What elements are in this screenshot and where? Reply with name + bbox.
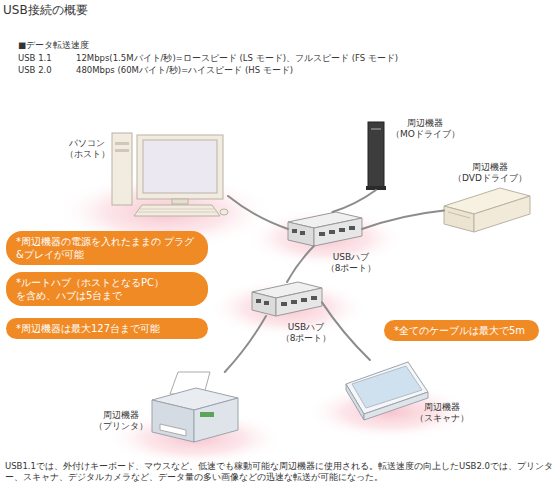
caption: USB1.1では、外付けキーボード、マウスなど、低速でも稼動可能な周辺機器に使用… — [5, 461, 555, 484]
speed-label: 12Mbps(1.5Mバイト/秒)=ロースピード (LS モード)、フルスピード… — [76, 53, 398, 63]
usb-cable — [228, 196, 288, 229]
pc-illustration — [112, 133, 228, 216]
usb-hub-illustration — [288, 212, 362, 246]
printer-illustration — [152, 372, 238, 442]
speed-label: ■データ転送速度 — [18, 40, 89, 50]
device-label: 周辺機器 （スキャナ） — [415, 402, 469, 424]
device-label: パソコン （ホスト） — [63, 138, 111, 160]
usb-cable — [287, 246, 314, 282]
speed-label: USB 2.0 — [18, 65, 52, 75]
callout-text: *ルートハブ（ホストとなるPC） を含め、ハブは5台まで — [16, 276, 196, 302]
callout-note: *ルートハブ（ホストとなるPC） を含め、ハブは5台まで — [6, 272, 208, 306]
device-label: 周辺機器 （DVDドライブ） — [450, 162, 530, 184]
usb-hub-illustration — [252, 282, 322, 316]
callout-note: *周辺機器の電源を入れたままの プラグ&プレイが可能 — [6, 231, 208, 265]
speed-label: 480Mbps (60Mバイト/秒)=ハイスピード (HS モード) — [76, 65, 293, 75]
usb-cable — [332, 190, 376, 212]
mo-drive: 周辺機器 （MOドライブ） — [366, 120, 386, 190]
printer: 周辺機器 （プリンタ） — [150, 372, 238, 442]
dvd-drive-illustration — [444, 188, 530, 232]
scanner: 周辺機器 （スキャナ） — [345, 360, 428, 420]
device-label: 周辺機器 （プリンタ） — [94, 410, 148, 432]
callout-text: *周辺機器の電源を入れたままの プラグ&プレイが可能 — [16, 235, 196, 261]
usb-cable — [225, 316, 266, 372]
callout-note: *周辺機器は最大127台まで可能 — [6, 318, 208, 339]
title: USB接続の概要 — [3, 3, 88, 17]
mo-drive-illustration — [366, 122, 386, 190]
speed-label: USB 1.1 — [18, 53, 52, 63]
device-label: 周辺機器 （MOドライブ） — [391, 118, 459, 140]
usb-cable — [322, 302, 370, 360]
usb-hub: USBハブ （8ポート） — [252, 282, 322, 316]
device-label: USBハブ （8ポート） — [279, 322, 333, 344]
callout-note: *全てのケーブルは最大で5m — [384, 320, 539, 341]
device-label: USBハブ （8ポート） — [324, 252, 378, 274]
dvd-drive: 周辺機器 （DVDドライブ） — [444, 188, 532, 233]
callout-text: *全てのケーブルは最大で5m — [394, 324, 527, 337]
callout-text: *周辺機器は最大127台まで可能 — [16, 322, 196, 335]
pc-host: パソコン （ホスト） — [108, 130, 228, 218]
scanner-illustration — [346, 362, 428, 420]
usb-hub: USBハブ （8ポート） — [288, 212, 362, 246]
usb-cable — [362, 211, 444, 230]
